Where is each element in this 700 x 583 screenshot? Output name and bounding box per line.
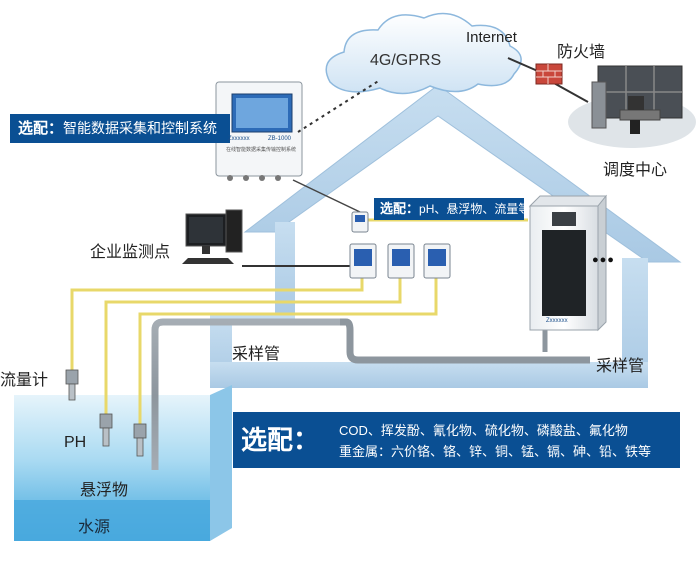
- option-text-top: 智能数据采集和控制系统: [63, 120, 218, 136]
- ss-label: 悬浮物: [80, 482, 129, 499]
- option-line-2: 重金属：六价铬、铬、锌、铜、锰、镉、砷、铅、铁等: [339, 444, 652, 459]
- option-box-bottom: 选配： COD、挥发酚、氰化物、硫化物、磷酸盐、氟化物 重金属：六价铬、铬、锌、…: [233, 412, 680, 468]
- flow-meter-label: 流量计: [0, 372, 49, 389]
- ph-label: PH: [64, 434, 87, 451]
- flow-meter-probe: [65, 369, 79, 401]
- network-label: 4G/GPRS: [370, 52, 442, 69]
- controller-brand: Zxxxxxx: [228, 136, 250, 142]
- option-text-mid: pH、悬浮物、流量等: [419, 202, 531, 216]
- transmitter-3: [423, 243, 451, 279]
- enterprise-point-label: 企业监测点: [90, 244, 171, 261]
- firewall-label: 防火墙: [557, 44, 606, 61]
- dispatch-center-icon: [568, 65, 696, 148]
- pipe-label-left: 采样管: [232, 346, 281, 363]
- sampling-pipes: [151, 318, 590, 470]
- internet-line: [507, 57, 541, 73]
- option-prefix-mid: 选配：: [380, 201, 420, 216]
- enterprise-pc: [182, 209, 243, 264]
- controller-model: ZB-1000: [268, 136, 292, 142]
- transmitter-1: [349, 243, 377, 279]
- option-prefix-top: 选配：: [18, 120, 64, 137]
- controller-device: [215, 81, 303, 181]
- option-box-mid: 选配：pH、悬浮物、流量等: [374, 198, 530, 220]
- option-prefix-bottom: 选配：: [241, 425, 320, 455]
- water-tank: [14, 385, 232, 541]
- pipe-label-right: 采样管: [596, 358, 645, 375]
- controller-cable: [292, 179, 361, 213]
- analyzer-brand: Zxxxxxx: [546, 318, 568, 324]
- firewall-icon: [535, 63, 563, 85]
- small-module: [351, 211, 369, 233]
- internet-label: Internet: [466, 29, 517, 46]
- option-line-1: COD、挥发酚、氰化物、硫化物、磷酸盐、氟化物: [339, 423, 628, 438]
- transmitter-2: [387, 243, 415, 279]
- wireless-link: [297, 79, 381, 133]
- house-outline: [210, 84, 682, 388]
- ph-probe: [99, 413, 113, 447]
- option-box-top: 选配：智能数据采集和控制系统: [10, 114, 230, 143]
- firewall-line: [551, 81, 589, 103]
- dispatch-center-label: 调度中心: [603, 162, 668, 179]
- cloud: [325, 12, 522, 95]
- more-dots: ●●●: [592, 254, 615, 266]
- analyzer-cabinet: [528, 194, 608, 332]
- water-source-label: 水源: [78, 519, 111, 536]
- controller-caption: 在线智能数据采集传输控制系统: [226, 147, 297, 153]
- ss-probe: [133, 423, 147, 457]
